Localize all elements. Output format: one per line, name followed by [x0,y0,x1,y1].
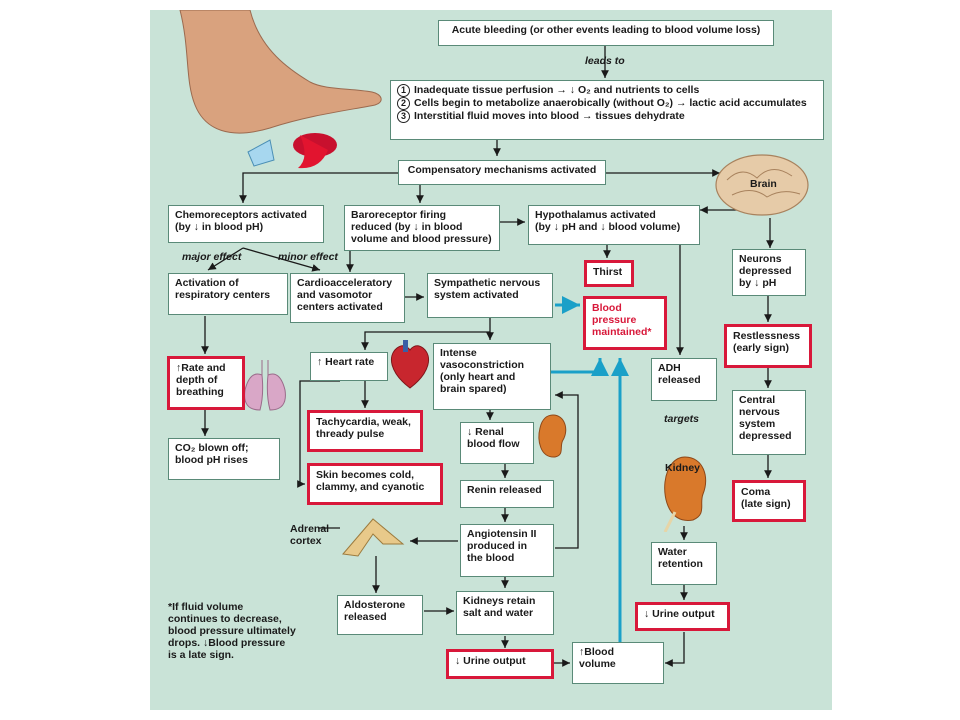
urine-output-left-box: ↓ Urine output [446,649,554,679]
coma-box: Coma (late sign) [732,480,806,522]
chemoreceptors-box: Chemoreceptors activated (by ↓ in blood … [168,205,324,243]
baroreceptor-box: Baroreceptor firing reduced (by ↓ in blo… [344,205,500,251]
rate-depth-box: ↑Rate and depth of breathing [167,356,245,410]
brain-illustration [715,154,809,216]
brain-label: Brain [750,178,777,190]
urine-output-right-box: ↓ Urine output [635,602,730,631]
acute-bleeding-box: Acute bleeding (or other events leading … [438,20,774,46]
aldosterone-box: Aldosterone released [337,595,423,635]
co2-box: CO₂ blown off; blood pH rises [168,438,280,480]
renin-box: Renin released [460,480,554,508]
bp-maintained-box: Blood pressure maintained* [583,296,667,350]
adh-box: ADH released [651,358,717,401]
minor-effect-label: minor effect [278,251,338,263]
compensatory-box: Compensatory mechanisms activated [398,160,606,185]
blood-volume-box: ↑Blood volume [572,642,664,684]
cardio-vasomotor-box: Cardioacceleratory and vasomotor centers… [290,273,405,323]
cns-box: Central nervous system depressed [732,390,806,455]
water-retention-box: Water retention [651,542,717,585]
footnote: *If fluid volume continues to decrease, … [168,601,296,661]
neurons-box: Neurons depressed by ↓ pH [732,249,806,296]
restlessness-box: Restlessness (early sign) [724,324,812,368]
heart-icon [390,340,430,389]
adrenal-icon [342,518,405,557]
major-effect-label: major effect [182,251,242,263]
vasoconstriction-box: Intense vasoconstriction (only heart and… [433,343,551,410]
angiotensin-box: Angiotensin II produced in the blood [460,524,554,577]
kidneys-retain-box: Kidneys retain salt and water [456,591,554,635]
sympathetic-box: Sympathetic nervous system activated [427,273,553,318]
leads-to-label: leads to [585,55,625,67]
kidney-small-icon [538,414,567,458]
renal-flow-box: ↓ Renal blood flow [460,422,534,464]
kidney-label: Kidney [665,462,701,474]
adrenal-cortex-label: Adrenal cortex [290,523,330,547]
heart-rate-box: ↑ Heart rate [310,352,388,381]
respiratory-centers-box: Activation of respiratory centers [168,273,288,315]
foot-bleeding-illustration [179,10,382,169]
hypothalamus-box: Hypothalamus activated (by ↓ pH and ↓ bl… [528,205,700,245]
tachycardia-box: Tachycardia, weak, thready pulse [307,410,423,452]
lungs-icon [244,360,286,411]
targets-label: targets [664,413,700,425]
kidney-large-icon [663,456,707,532]
thirst-box: Thirst [584,260,634,287]
skin-box: Skin becomes cold, clammy, and cyanotic [307,463,443,505]
